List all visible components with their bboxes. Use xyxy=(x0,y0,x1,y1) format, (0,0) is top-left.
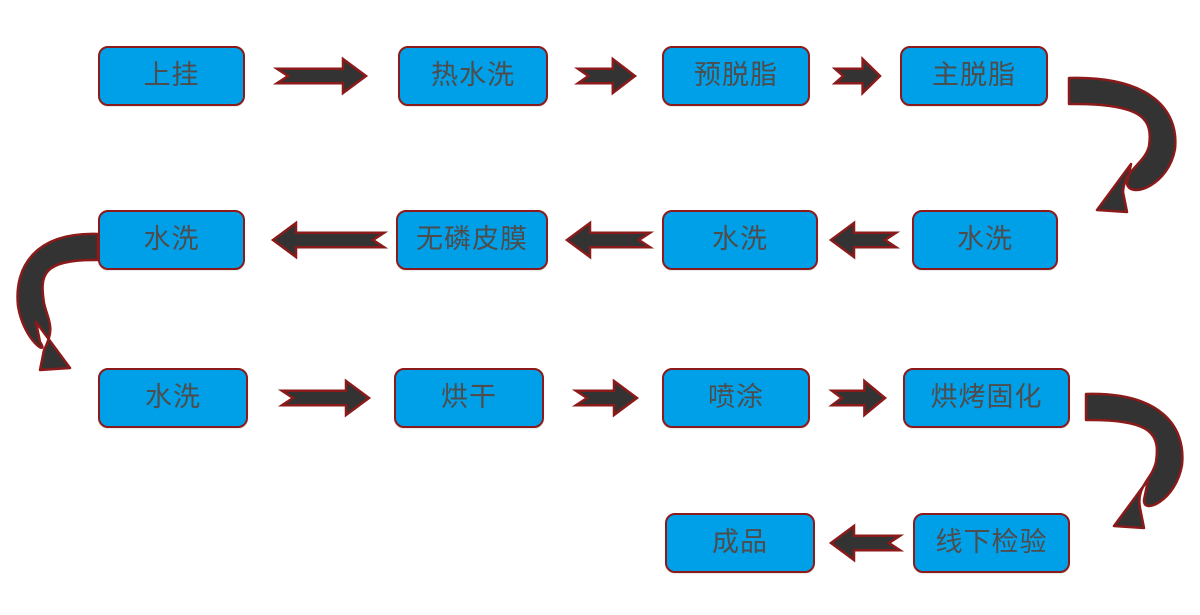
process-node[interactable]: 水洗 xyxy=(662,210,818,270)
process-node-label: 水洗 xyxy=(712,223,768,254)
process-node[interactable]: 预脱脂 xyxy=(662,46,810,106)
process-node-label: 烘烤固化 xyxy=(930,381,1043,412)
process-node-label: 主脱脂 xyxy=(932,59,1016,90)
flow-arrow-right xyxy=(277,378,372,418)
process-node-label: 预脱脂 xyxy=(694,59,778,90)
process-node-label: 喷涂 xyxy=(708,381,764,412)
flow-arrow-left xyxy=(828,220,901,260)
flow-arrow-right xyxy=(831,56,882,96)
process-node[interactable]: 线下检验 xyxy=(913,513,1070,573)
flow-arrow-right xyxy=(828,378,887,418)
flow-curved-arrow-clockwise-down xyxy=(1063,72,1185,220)
process-node[interactable]: 成品 xyxy=(665,513,815,573)
flow-arrow-right xyxy=(573,56,638,96)
process-node-label: 上挂 xyxy=(143,59,200,90)
process-node[interactable]: 水洗 xyxy=(912,210,1058,270)
flow-curved-arrow-clockwise-down xyxy=(1080,388,1192,536)
process-node[interactable]: 水洗 xyxy=(98,368,248,428)
process-node[interactable]: 烘烤固化 xyxy=(903,368,1070,428)
process-node-label: 水洗 xyxy=(957,223,1013,254)
process-node[interactable]: 烘干 xyxy=(394,368,544,428)
process-node-label: 水洗 xyxy=(145,381,201,412)
process-node[interactable]: 主脱脂 xyxy=(900,46,1048,106)
process-node-label: 烘干 xyxy=(441,381,497,412)
process-node-label: 无磷皮膜 xyxy=(416,223,528,254)
process-node[interactable]: 水洗 xyxy=(98,210,245,270)
flow-curved-arrow-counterclockwise-down xyxy=(8,228,104,378)
process-node-label: 成品 xyxy=(712,526,768,557)
flow-arrow-left xyxy=(564,220,655,260)
flow-arrow-right xyxy=(272,56,369,96)
flow-arrow-left xyxy=(828,523,905,563)
flow-arrow-left xyxy=(270,220,389,260)
process-node-label: 热水洗 xyxy=(431,59,515,90)
process-node-label: 水洗 xyxy=(143,223,200,254)
flow-arrow-right xyxy=(571,378,640,418)
process-node[interactable]: 热水洗 xyxy=(398,46,548,106)
process-node[interactable]: 上挂 xyxy=(98,46,245,106)
process-node[interactable]: 喷涂 xyxy=(662,368,810,428)
process-node[interactable]: 无磷皮膜 xyxy=(396,210,548,270)
process-node-label: 线下检验 xyxy=(935,526,1048,557)
